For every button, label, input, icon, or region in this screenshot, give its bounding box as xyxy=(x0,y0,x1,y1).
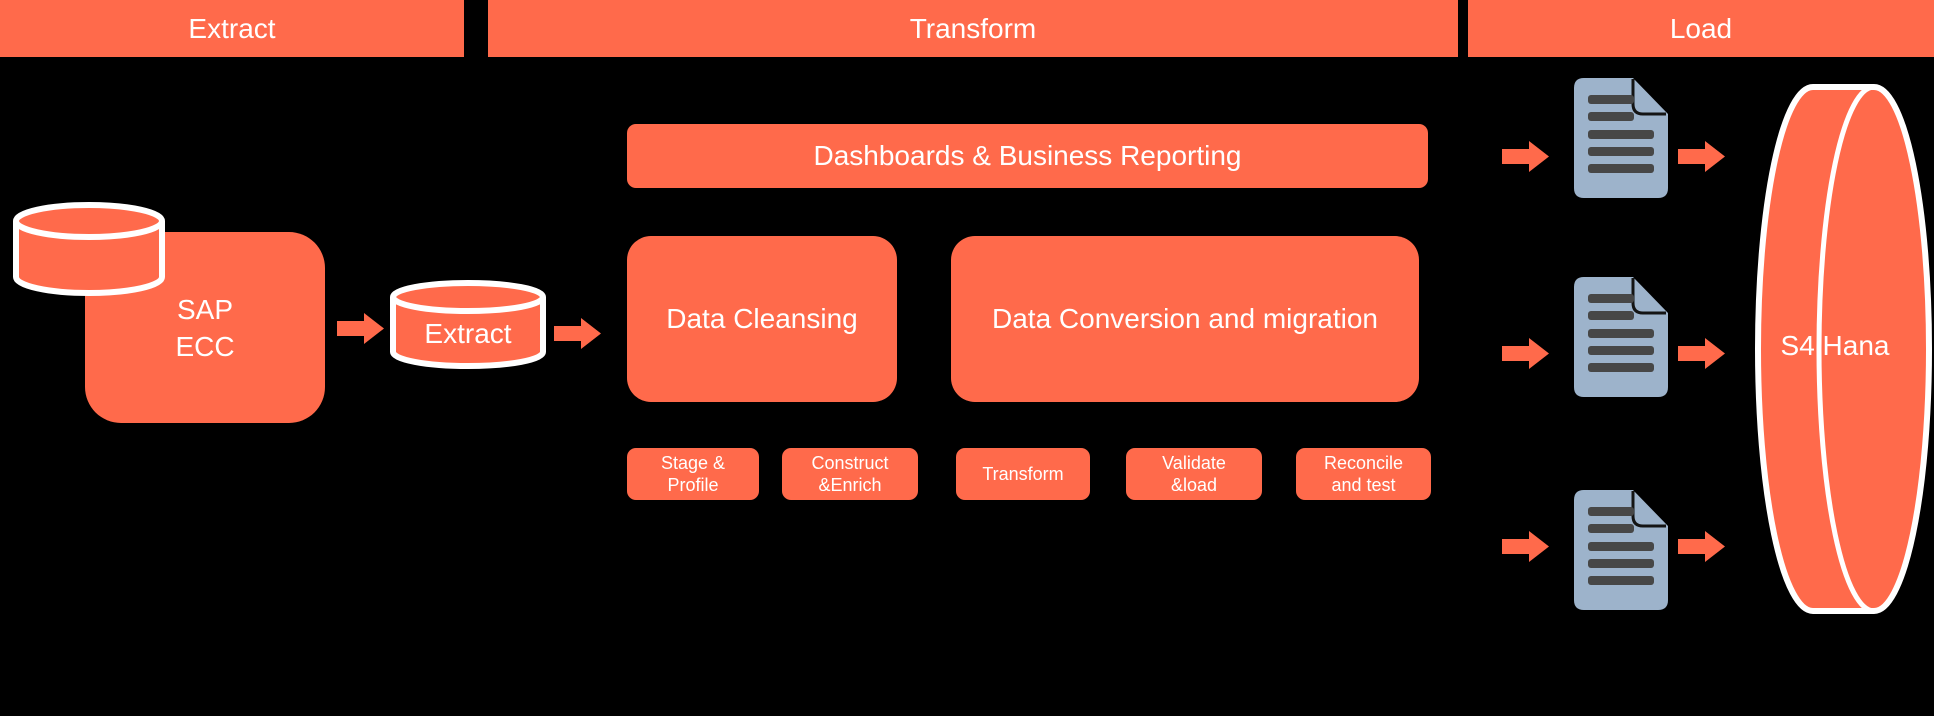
data-conversion-box: Data Conversion and migration xyxy=(951,236,1419,402)
step-box-validate-load: Validate &load xyxy=(1126,448,1262,500)
database-cylinder-icon xyxy=(13,202,165,296)
header-transform-label: Transform xyxy=(909,12,1037,44)
arrow-right-icon xyxy=(1502,141,1549,172)
step-label: Profile xyxy=(667,475,719,495)
step-label: &Enrich xyxy=(818,475,882,495)
step-label: Construct xyxy=(811,453,889,473)
header-load: Load xyxy=(1468,0,1934,57)
header-transform: Transform xyxy=(488,0,1458,57)
header-extract-label: Extract xyxy=(188,12,276,44)
arrow-right-icon xyxy=(1678,338,1725,369)
arrow-right-icon xyxy=(1678,531,1725,562)
staging-extract-label: Extract xyxy=(424,318,512,349)
step-box-transform: Transform xyxy=(956,448,1090,500)
step-label: and test xyxy=(1331,475,1396,495)
arrow-right-icon xyxy=(1502,338,1549,369)
s4-hana-label: S4 Hana xyxy=(1780,330,1890,361)
dashboards-reporting-bar: Dashboards & Business Reporting xyxy=(627,124,1428,188)
sap-ecc-label-line1: SAP xyxy=(176,293,234,325)
data-conversion-label: Data Conversion and migration xyxy=(992,303,1378,334)
document-icon xyxy=(1574,78,1668,198)
arrow-right-icon xyxy=(337,313,384,344)
sap-ecc-label-line2: ECC xyxy=(175,330,235,362)
arrow-right-icon xyxy=(554,318,601,349)
step-label: Validate xyxy=(1162,453,1226,473)
arrow-right-icon xyxy=(1502,531,1549,562)
step-label: Stage & xyxy=(660,453,726,473)
document-icon xyxy=(1574,490,1668,610)
document-icon xyxy=(1574,277,1668,397)
header-extract: Extract xyxy=(0,0,464,57)
data-cleansing-box: Data Cleansing xyxy=(627,236,897,402)
step-box-construct-enrich: Construct &Enrich xyxy=(782,448,918,500)
arrow-right-icon xyxy=(1678,141,1725,172)
step-label: Transform xyxy=(982,464,1064,484)
step-box-stage-profile: Stage & Profile xyxy=(627,448,759,500)
step-label: &load xyxy=(1170,475,1218,495)
data-cleansing-label: Data Cleansing xyxy=(666,303,858,334)
dashboards-reporting-label: Dashboards & Business Reporting xyxy=(813,140,1242,171)
step-label: Reconcile xyxy=(1323,453,1404,473)
database-cylinder-icon xyxy=(390,280,546,369)
step-box-reconcile-test: Reconcile and test xyxy=(1296,448,1431,500)
header-load-label: Load xyxy=(1669,12,1733,44)
database-cylinder-icon xyxy=(1755,84,1932,614)
